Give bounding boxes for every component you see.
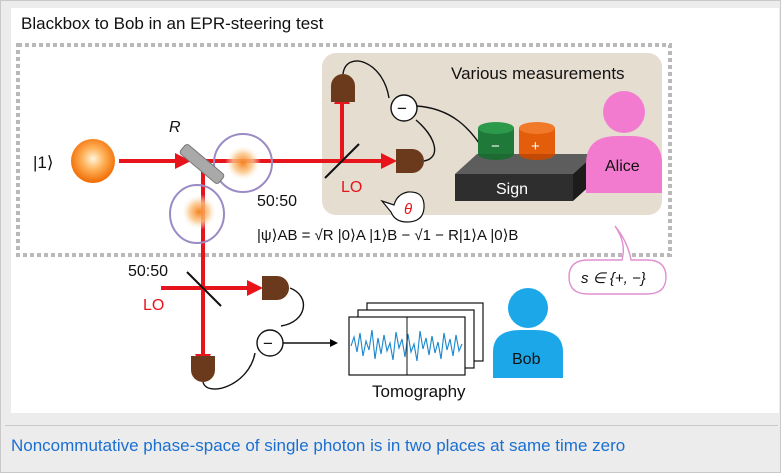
alice-label: Alice [605, 158, 640, 175]
input-state-label: |1⟩ [33, 153, 54, 172]
detector-wires-bob [202, 287, 338, 390]
subtractor-alice [390, 94, 418, 122]
bob-avatar [493, 288, 563, 378]
bob-label: Bob [512, 351, 541, 368]
photon-source [71, 139, 115, 183]
epr-steering-diagram: Blackbox to Bob in an EPR-steering test … [16, 14, 672, 401]
sign-plus-label: + [531, 138, 540, 155]
detector-alice-right [396, 149, 424, 173]
photon-mode-b [225, 145, 261, 181]
measurement-box-title: Various measurements [451, 64, 625, 83]
outcome-bubble: s ∈ {+, −} [568, 225, 667, 295]
subtractor-bob [256, 329, 284, 357]
sign-minus-label: − [491, 138, 500, 155]
subtractor-alice-label: − [397, 99, 407, 118]
lo-alice-label: LO [341, 179, 362, 196]
splitter-alice-label: 50:50 [257, 193, 297, 210]
detectors-bob [191, 276, 289, 382]
state-equation: |ψ⟩AB = √R |0⟩A |1⟩B − √1 − R|1⟩A |0⟩B [257, 227, 518, 244]
sign-box-label: Sign [496, 181, 528, 198]
tomography-panels [348, 302, 484, 376]
photon-mode-a [181, 194, 217, 230]
tomography-label: Tomography [372, 382, 466, 401]
splitter-bob [186, 271, 222, 307]
figure-image: Blackbox to Bob in an EPR-steering test … [11, 8, 779, 413]
outcome-label: s ∈ {+, −} [581, 270, 646, 287]
beam-splitter-r [179, 144, 225, 184]
sign-device: − + Sign [455, 122, 595, 201]
splitter-alice [324, 143, 360, 179]
detectors-alice [331, 74, 424, 173]
caption-link[interactable]: Noncommutative phase-space of single pho… [11, 436, 626, 455]
alice-avatar [586, 91, 662, 193]
reflectivity-label: R [169, 119, 181, 136]
subtractor-bob-label: − [263, 334, 273, 353]
blackbox-border [16, 43, 672, 257]
splitter-bob-label: 50:50 [128, 263, 168, 280]
lo-bob-label: LO [143, 297, 164, 314]
caption-bar: Noncommutative phase-space of single pho… [5, 425, 778, 472]
detector-bob-right [262, 276, 289, 300]
detector-bob-bottom [191, 356, 215, 382]
mode-a-outline [169, 184, 225, 244]
phase-bubble: θ [380, 191, 425, 223]
figure-title: Blackbox to Bob in an EPR-steering test [21, 14, 324, 33]
phase-label: θ [404, 201, 412, 218]
mode-b-outline [213, 133, 273, 193]
detector-alice-top [331, 74, 355, 102]
